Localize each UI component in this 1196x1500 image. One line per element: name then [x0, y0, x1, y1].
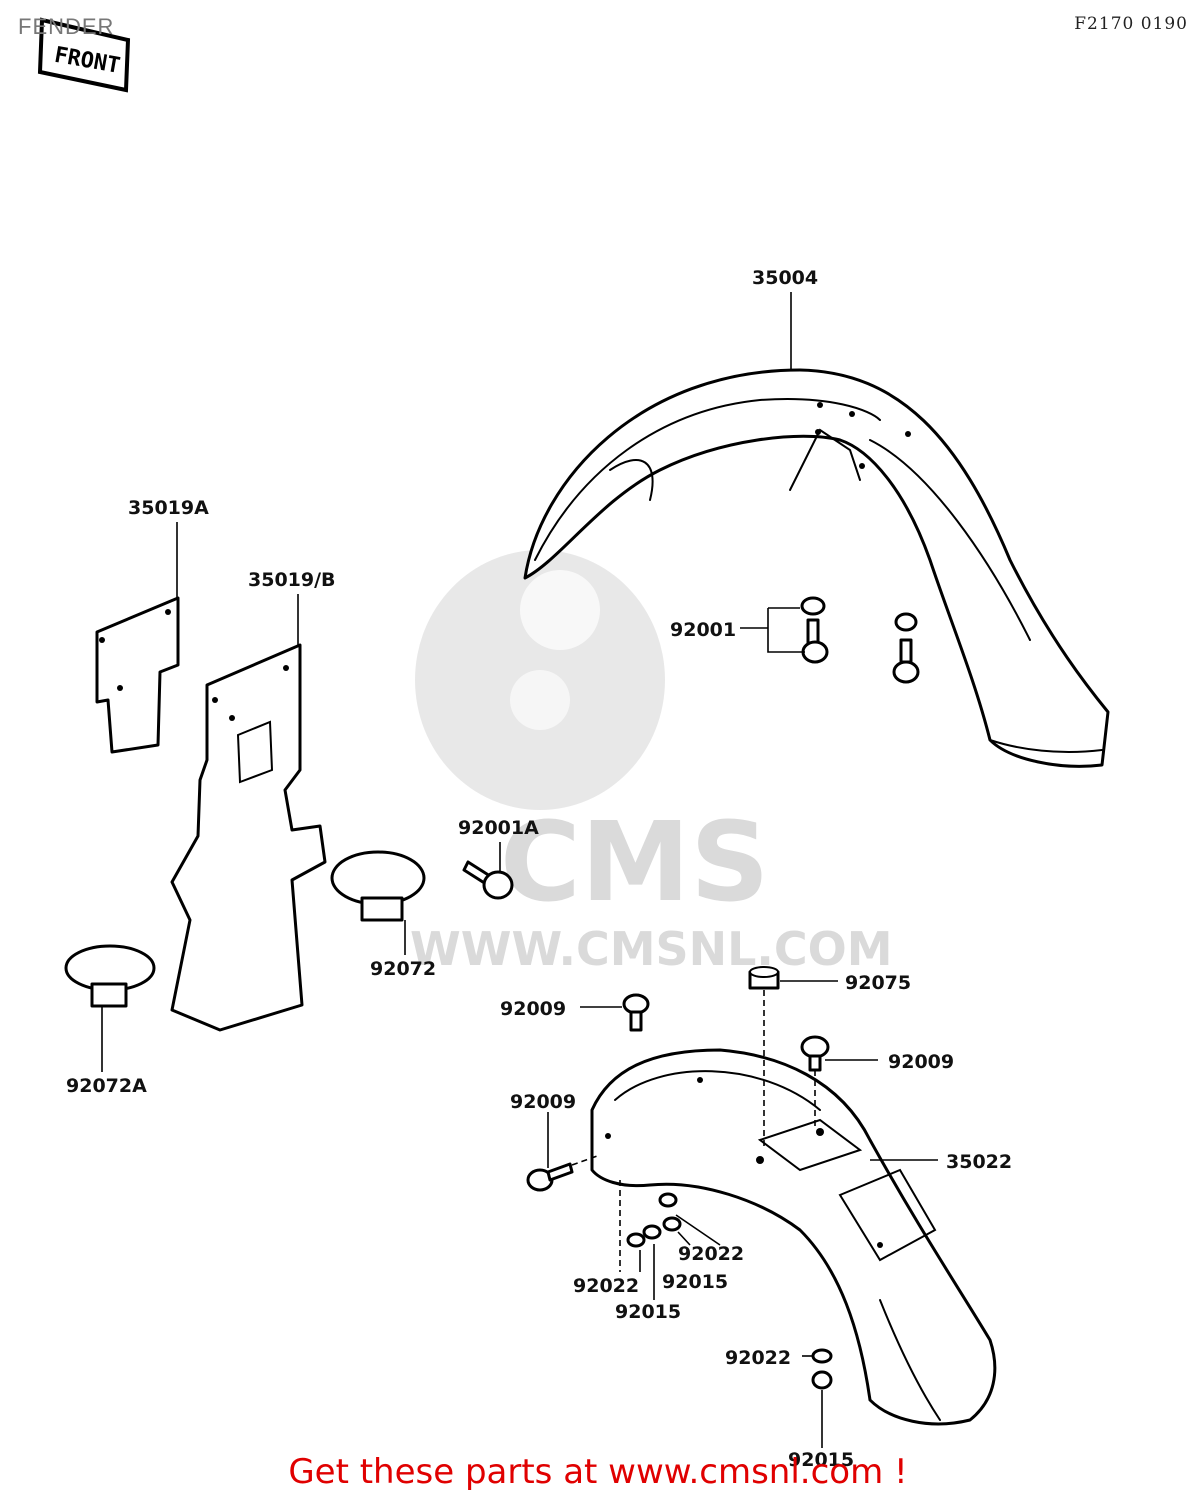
watermark-brand: CMS [500, 798, 769, 926]
bolt-92001a [462, 860, 514, 900]
label-92001: 92001 [670, 619, 736, 641]
front-badge: FRONT [37, 17, 131, 93]
bolts-92001 [800, 596, 920, 684]
label-92022-a: 92022 [678, 1243, 744, 1265]
label-92022-b: 92022 [573, 1275, 639, 1297]
label-92009-right: 92009 [888, 1051, 954, 1073]
label-92015-c: 92015 [788, 1449, 854, 1471]
bolt-92009-right [800, 1035, 830, 1072]
rear-fender-35022 [590, 1048, 997, 1426]
watermark: CMS WWW.CMSNL.COM [410, 550, 893, 976]
front-fender-35004 [523, 368, 1110, 768]
label-92072a: 92072A [66, 1075, 147, 1097]
label-92009-lower: 92009 [510, 1091, 576, 1113]
label-92015-b: 92015 [615, 1301, 681, 1323]
watermark-url: WWW.CMSNL.COM [410, 922, 893, 976]
label-92009-left: 92009 [500, 998, 566, 1020]
mudflap-35019a [95, 596, 180, 754]
washers-92022-92015 [626, 1192, 833, 1390]
band-92072a [64, 944, 156, 1008]
bolt-92009-lower [526, 1162, 574, 1192]
footer-cta-link[interactable]: Get these parts at www.cmsnl.com ! [288, 1452, 908, 1492]
nut-92075 [748, 966, 780, 990]
diagram-title: FENDER [18, 14, 115, 39]
label-35019b: 35019/B [248, 569, 336, 591]
label-35004: 35004 [752, 267, 818, 289]
label-35022: 35022 [946, 1151, 1012, 1173]
label-92075: 92075 [845, 972, 911, 994]
mudflap-35019b [170, 643, 327, 1032]
label-92015-a: 92015 [662, 1271, 728, 1293]
label-92072: 92072 [370, 958, 436, 980]
label-92022-c: 92022 [725, 1347, 791, 1369]
label-92001a: 92001A [458, 817, 539, 839]
label-35019a: 35019A [128, 497, 209, 519]
band-92072 [330, 850, 426, 922]
bolt-92009-left [622, 993, 650, 1032]
diagram-code: F2170 0190 [1074, 14, 1188, 34]
